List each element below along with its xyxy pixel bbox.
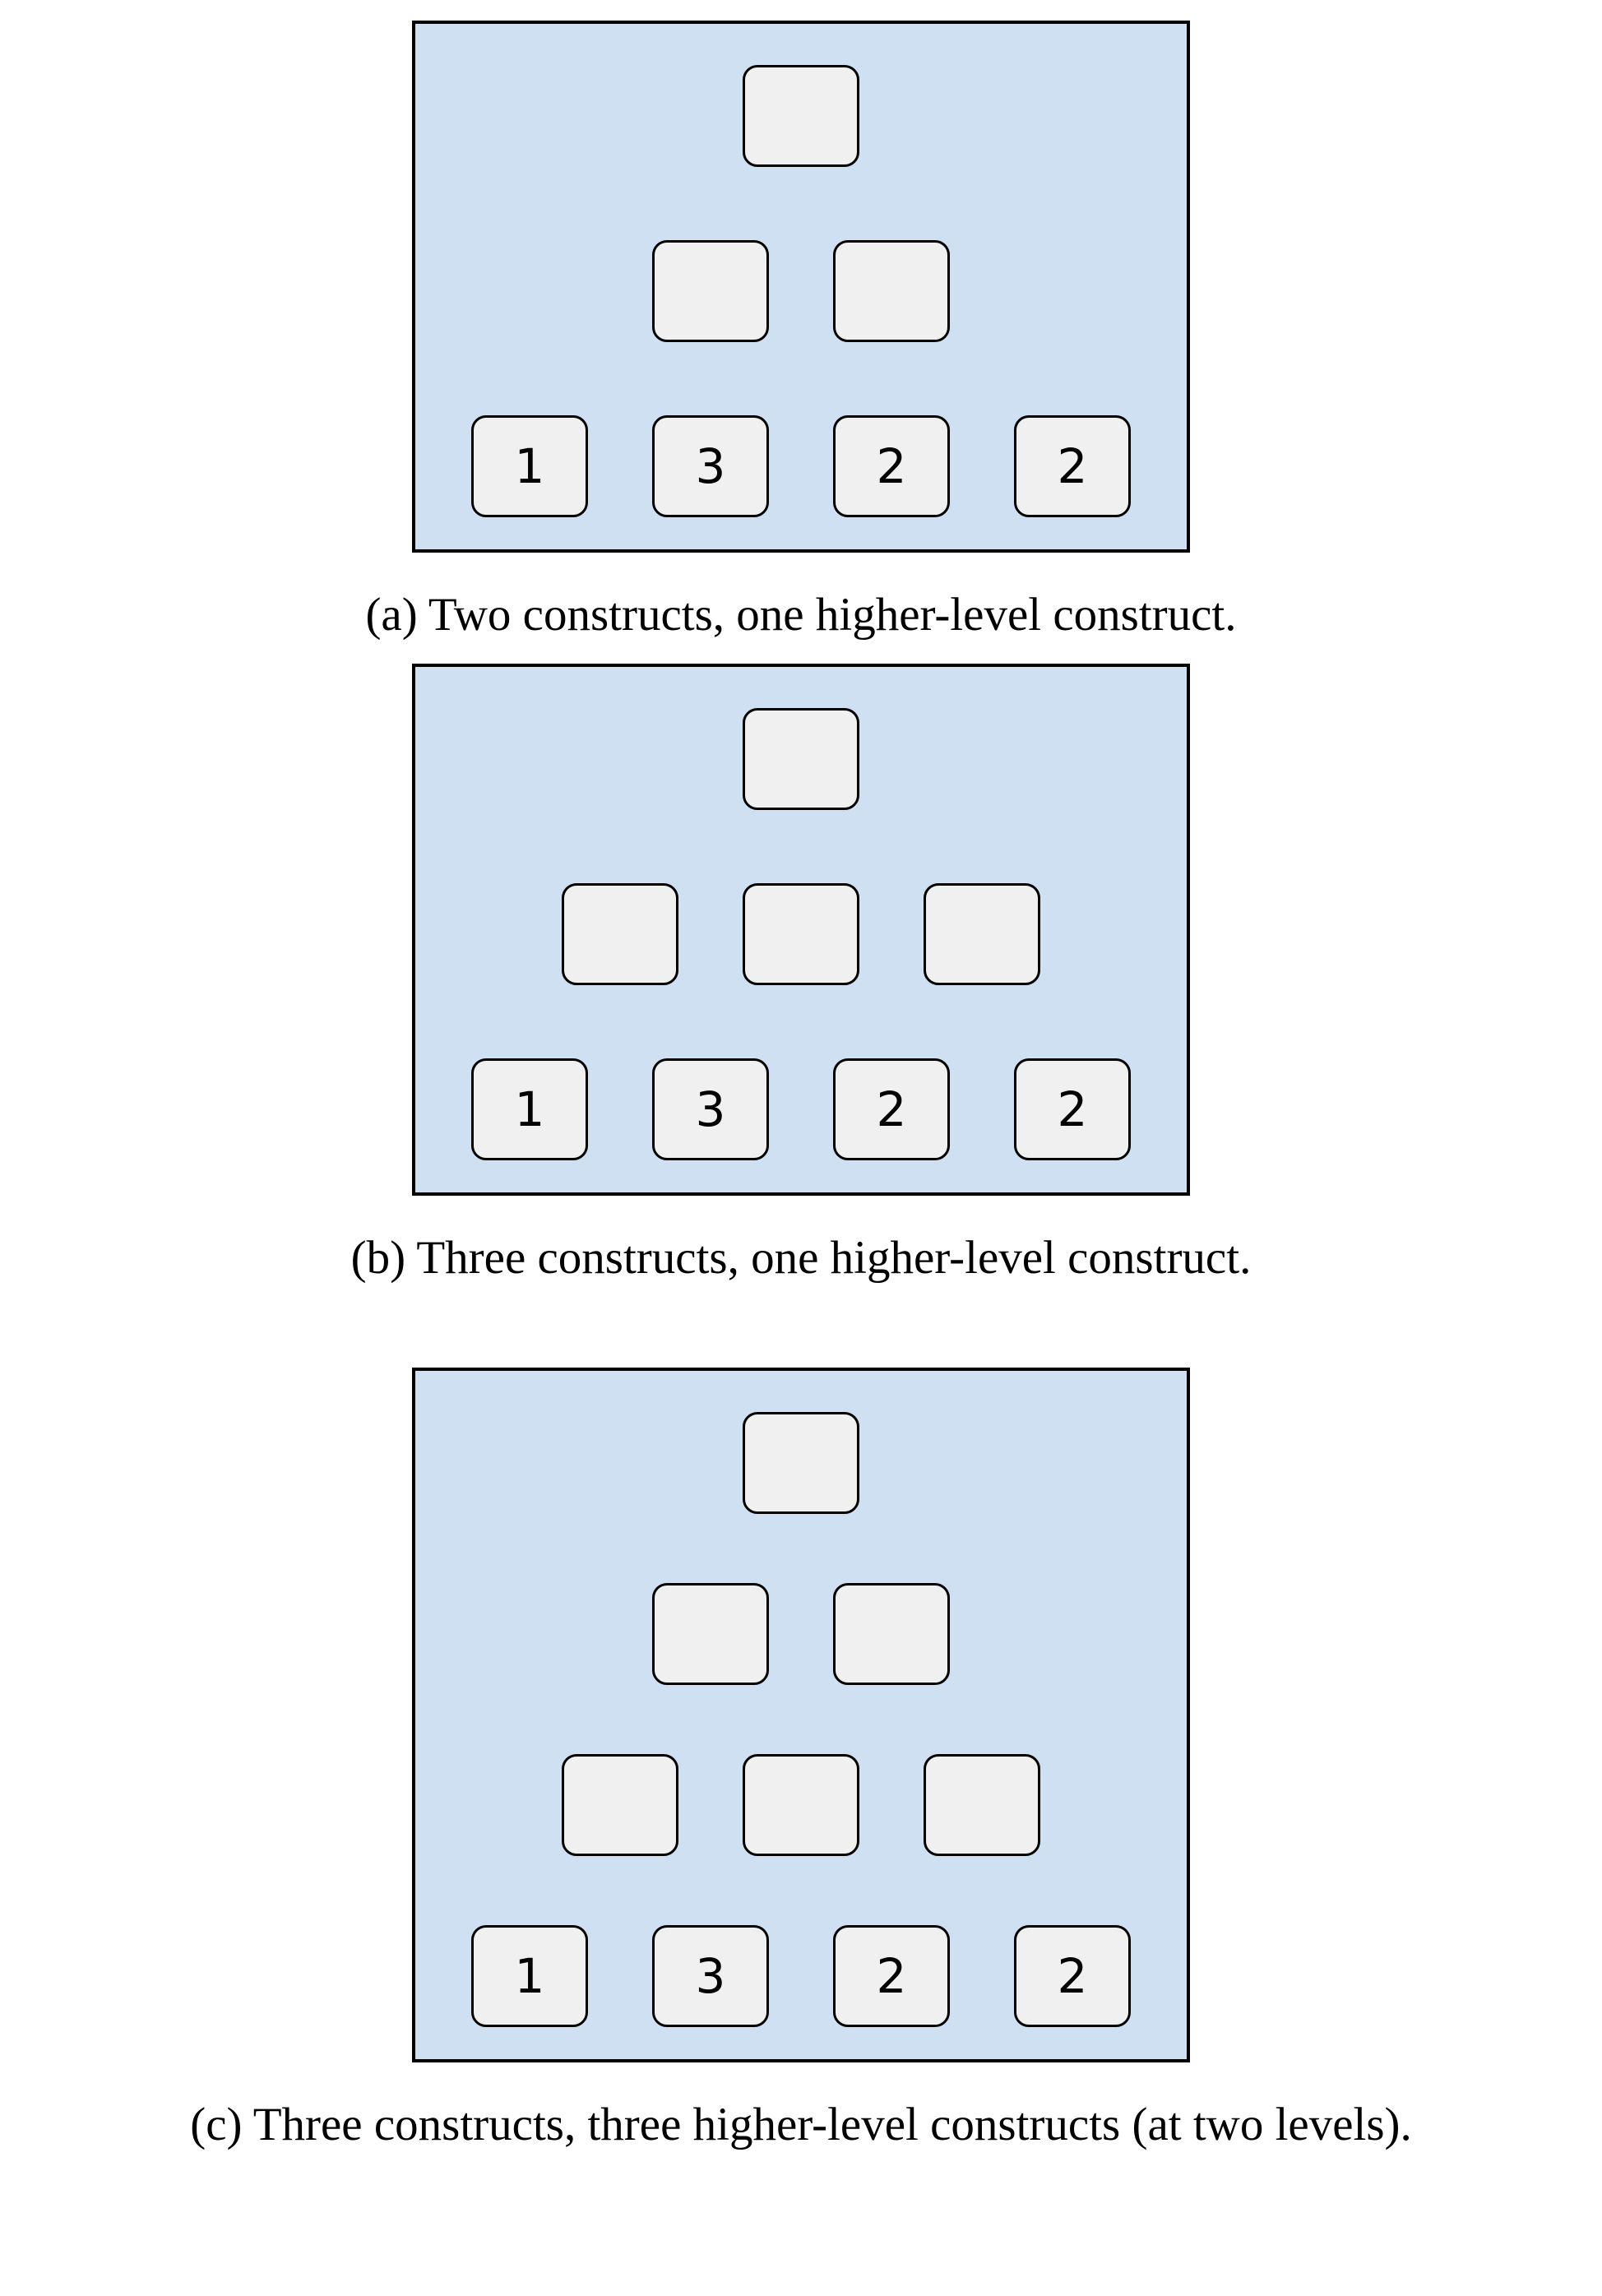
construct-box <box>652 1582 769 1685</box>
indicator-box: 2 <box>1014 1924 1131 2027</box>
box-label: 1 <box>514 1081 545 1138</box>
indicator-box: 2 <box>1014 1058 1131 1161</box>
figure-c-caption: (c) Three constructs, three higher-level… <box>190 2098 1412 2150</box>
indicator-box: 3 <box>652 415 769 517</box>
higher-level-construct-row <box>743 708 859 811</box>
indicator-box: 1 <box>471 415 588 517</box>
box-label: 2 <box>876 1947 907 2004</box>
indicator-row: 1 3 2 2 <box>471 1058 1131 1161</box>
higher-level-construct-row <box>743 65 859 167</box>
indicator-box: 1 <box>471 1058 588 1161</box>
diagram-panel-c: 1 3 2 2 <box>412 1367 1190 2062</box>
box-label: 2 <box>1057 1081 1088 1138</box>
indicator-box: 3 <box>652 1924 769 2027</box>
figure-c: 1 3 2 2 (c) Three constructs, three higher-… <box>0 1367 1602 2154</box>
indicator-box: 2 <box>833 415 950 517</box>
top-higher-level-construct-row <box>743 1411 859 1514</box>
figure-a-caption: (a) Two constructs, one higher-level con… <box>365 589 1237 641</box>
figure-b-caption: (b) Three constructs, one higher-level c… <box>350 1232 1252 1285</box>
box-label: 1 <box>514 438 545 494</box>
box-label: 3 <box>695 1947 726 2004</box>
higher-level-construct-row <box>652 1582 950 1685</box>
construct-box <box>743 1411 859 1514</box>
indicator-row: 1 3 2 2 <box>471 415 1131 517</box>
indicator-box: 1 <box>471 1924 588 2027</box>
indicator-box: 2 <box>833 1058 950 1161</box>
construct-box <box>924 1753 1040 1856</box>
indicator-box: 3 <box>652 1058 769 1161</box>
box-label: 3 <box>695 438 726 494</box>
construct-row <box>562 883 1040 986</box>
construct-box <box>743 65 859 167</box>
indicator-box: 2 <box>1014 415 1131 517</box>
box-label: 3 <box>695 1081 726 1138</box>
construct-box <box>743 1753 859 1856</box>
construct-box <box>562 1753 678 1856</box>
figure-b: 1 3 2 2 (b) Three constructs, one higher-le… <box>0 664 1602 1287</box>
box-label: 2 <box>1057 438 1088 494</box>
diagram-panel-b: 1 3 2 2 <box>412 664 1190 1197</box>
box-label: 1 <box>514 1947 545 2004</box>
diagram-panel-a: 1 3 2 2 <box>412 21 1190 553</box>
construct-box <box>562 883 678 986</box>
box-label: 2 <box>1057 1947 1088 2004</box>
construct-box <box>743 883 859 986</box>
box-label: 2 <box>876 1081 907 1138</box>
construct-row <box>652 240 950 342</box>
construct-row <box>562 1753 1040 1856</box>
construct-box <box>652 240 769 342</box>
indicator-box: 2 <box>833 1924 950 2027</box>
box-label: 2 <box>876 438 907 494</box>
construct-box <box>743 708 859 811</box>
construct-box <box>924 883 1040 986</box>
indicator-row: 1 3 2 2 <box>471 1924 1131 2027</box>
figure-a: 1 3 2 2 (a) Two constructs, one higher-leve… <box>0 21 1602 644</box>
construct-box <box>833 1582 950 1685</box>
construct-box <box>833 240 950 342</box>
